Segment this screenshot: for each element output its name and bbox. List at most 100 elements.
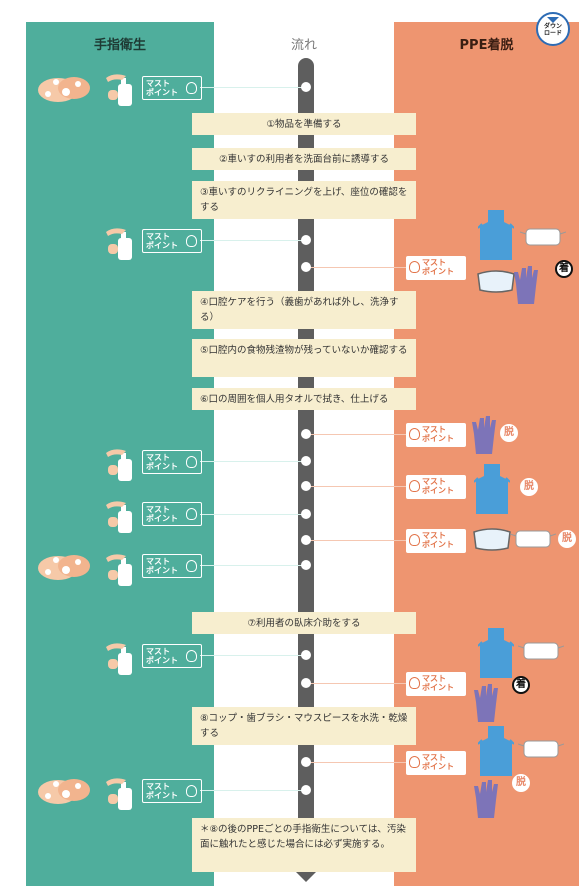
hand-wash-icon xyxy=(38,77,90,102)
light-bulb-icon xyxy=(409,480,420,492)
step-2: ②車いすの利用者を洗面台前に誘導する xyxy=(192,148,416,170)
mask-icon xyxy=(518,740,564,758)
flow-node xyxy=(301,785,311,795)
must-point-line2: ポイント xyxy=(422,267,454,276)
light-bulb-icon xyxy=(186,785,197,797)
flow-node xyxy=(301,535,311,545)
hand-sanitizer-icon xyxy=(106,74,132,106)
must-point-line2: ポイント xyxy=(422,540,454,549)
hand-wash-icon xyxy=(38,555,90,580)
must-point-badge: マストポイント xyxy=(142,450,202,474)
must-point-line1: マスト xyxy=(422,674,446,683)
apron-icon xyxy=(478,210,514,260)
light-bulb-icon xyxy=(186,456,197,468)
must-point-line2: ポイント xyxy=(146,241,178,250)
connector-line xyxy=(308,762,408,763)
flow-header: 流れ xyxy=(290,38,317,53)
connector-line xyxy=(200,240,303,241)
gloves-icon xyxy=(474,684,498,722)
must-point-badge: マストポイント xyxy=(406,672,466,696)
must-point-badge: マストポイント xyxy=(406,256,466,280)
step-4: ④口腔ケアを行う（義歯があれば外し、洗浄する） xyxy=(192,291,416,329)
download-button[interactable]: ダウンロード xyxy=(536,12,570,46)
flow-node xyxy=(301,429,311,439)
must-point-line1: マスト xyxy=(146,557,170,566)
light-bulb-icon xyxy=(409,261,420,273)
must-point-line2: ポイント xyxy=(422,486,454,495)
doff-tag: 脱 xyxy=(500,424,518,442)
must-point-badge: マストポイント xyxy=(142,554,202,578)
hand-sanitizer-icon xyxy=(106,501,132,533)
download-label-1: ダウン xyxy=(543,23,562,30)
step-1: ①物品を準備する xyxy=(192,113,416,135)
hand-hygiene-header: 手指衛生 xyxy=(93,38,146,53)
must-point-line1: マスト xyxy=(422,258,446,267)
must-point-badge: マストポイント xyxy=(142,502,202,526)
doff-tag: 脱 xyxy=(512,774,530,792)
must-point-line1: マスト xyxy=(422,477,446,486)
must-point-line1: マスト xyxy=(422,753,446,762)
flow-node xyxy=(301,560,311,570)
hand-wash-icon xyxy=(38,779,90,804)
light-bulb-icon xyxy=(409,428,420,440)
light-bulb-icon xyxy=(409,756,420,768)
step-7: ⑦利用者の臥床介助をする xyxy=(192,612,416,634)
must-point-line1: マスト xyxy=(146,232,170,241)
must-point-line1: マスト xyxy=(422,531,446,540)
step-6: ⑥口の周囲を個人用タオルで拭き、仕上げる xyxy=(192,388,416,410)
must-point-line1: マスト xyxy=(146,453,170,462)
gloves-icon xyxy=(472,416,496,454)
flow-node xyxy=(301,235,311,245)
connector-line xyxy=(200,565,303,566)
light-bulb-icon xyxy=(186,235,197,247)
must-point-badge: マストポイント xyxy=(406,529,466,553)
light-bulb-icon xyxy=(186,560,197,572)
hand-sanitizer-icon xyxy=(106,554,132,586)
must-point-line2: ポイント xyxy=(422,683,454,692)
download-icon xyxy=(547,17,559,23)
light-bulb-icon xyxy=(186,650,197,662)
flow-node xyxy=(301,481,311,491)
connector-line xyxy=(308,267,408,268)
must-point-badge: マストポイント xyxy=(406,423,466,447)
must-point-line2: ポイント xyxy=(146,656,178,665)
connector-line xyxy=(308,434,408,435)
light-bulb-icon xyxy=(409,677,420,689)
connector-line xyxy=(200,790,303,791)
must-point-line2: ポイント xyxy=(422,762,454,771)
flow-node xyxy=(301,650,311,660)
must-point-line2: ポイント xyxy=(146,88,178,97)
must-point-badge: マストポイント xyxy=(142,779,202,803)
flow-node xyxy=(301,456,311,466)
hand-sanitizer-icon xyxy=(106,449,132,481)
must-point-line2: ポイント xyxy=(146,462,178,471)
apron-icon xyxy=(474,464,510,514)
connector-line xyxy=(308,540,408,541)
apron-icon xyxy=(478,726,514,776)
must-point-line1: マスト xyxy=(146,79,170,88)
must-point-line1: マスト xyxy=(422,425,446,434)
connector-line xyxy=(308,683,408,684)
connector-line xyxy=(200,87,303,88)
must-point-line2: ポイント xyxy=(146,566,178,575)
step-5: ⑤口腔内の食物残渣物が残っていないか確認する xyxy=(192,339,416,377)
mask-icon xyxy=(510,530,556,548)
mask-icon xyxy=(518,642,564,660)
connector-line xyxy=(200,655,303,656)
connector-line xyxy=(200,514,303,515)
hand-sanitizer-icon xyxy=(106,228,132,260)
must-point-line1: マスト xyxy=(146,505,170,514)
goggles-icon xyxy=(473,528,511,551)
flow-node xyxy=(301,262,311,272)
must-point-line1: マスト xyxy=(146,782,170,791)
apron-icon xyxy=(478,628,514,678)
gloves-icon xyxy=(514,266,538,304)
flow-node xyxy=(301,757,311,767)
must-point-badge: マストポイント xyxy=(406,751,466,775)
doff-tag: 脱 xyxy=(520,478,538,496)
gloves-icon xyxy=(474,780,498,818)
light-bulb-icon xyxy=(186,508,197,520)
must-point-line2: ポイント xyxy=(422,434,454,443)
connector-line xyxy=(200,461,303,462)
step-8: ⑧コップ・歯ブラシ・マウスピースを水洗・乾燥する xyxy=(192,707,416,745)
